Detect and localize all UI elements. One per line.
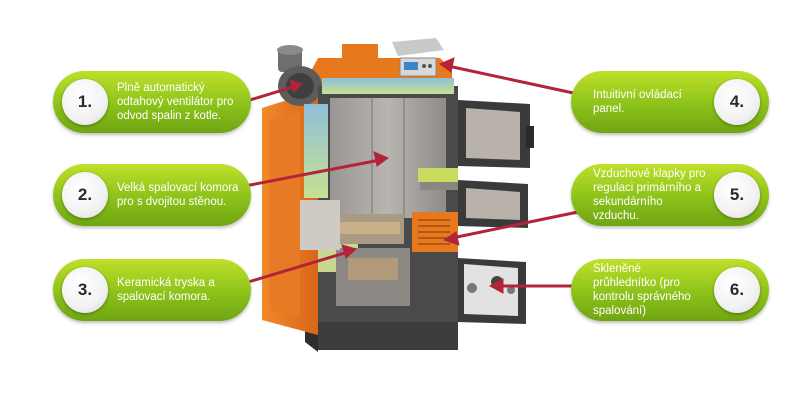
arrow-5	[451, 210, 579, 240]
callout-text-3: Keramická tryska a spalovací komora.	[117, 277, 215, 303]
callout-text-5: Vzduchové klapky pro regulaci primárního…	[593, 168, 706, 222]
callout-4: Intuitivní ovládací panel. 4.	[571, 71, 769, 133]
callout-text-6: Skleněné průhlednítko (pro kontrolu sprá…	[593, 263, 691, 317]
callout-number-5: 5.	[714, 172, 760, 218]
callout-text-2: Velká spalovací komora pro s dvojitou st…	[117, 182, 239, 208]
callout-text-4: Intuitivní ovládací panel.	[593, 89, 682, 115]
arrow-2	[244, 158, 381, 188]
arrow-3	[244, 250, 349, 285]
insulation-top	[322, 78, 454, 94]
sight-glass	[467, 283, 477, 293]
arrow-1	[249, 84, 297, 102]
arrow-4	[447, 64, 579, 96]
callout-number-4: 4.	[714, 79, 760, 125]
callout-3: 3. Keramická tryska a spalovací komora.	[53, 259, 251, 321]
callout-6: Skleněné průhlednítko (pro kontrolu sprá…	[571, 259, 769, 321]
insulation-left	[304, 104, 328, 198]
control-panel	[392, 38, 444, 56]
callout-text-1: Plně automatický odtahový ventilátor pro…	[117, 82, 234, 122]
callout-number-6: 6.	[714, 267, 760, 313]
callout-number-1: 1.	[62, 79, 108, 125]
callout-5: Vzduchové klapky pro regulaci primárního…	[571, 164, 769, 226]
callout-number-3: 3.	[62, 267, 108, 313]
callout-number-2: 2.	[62, 172, 108, 218]
boiler-base	[318, 318, 458, 350]
callout-2: 2. Velká spalovací komora pro s dvojitou…	[53, 164, 251, 226]
callout-1: 1. Plně automatický odtahový ventilátor …	[53, 71, 251, 133]
